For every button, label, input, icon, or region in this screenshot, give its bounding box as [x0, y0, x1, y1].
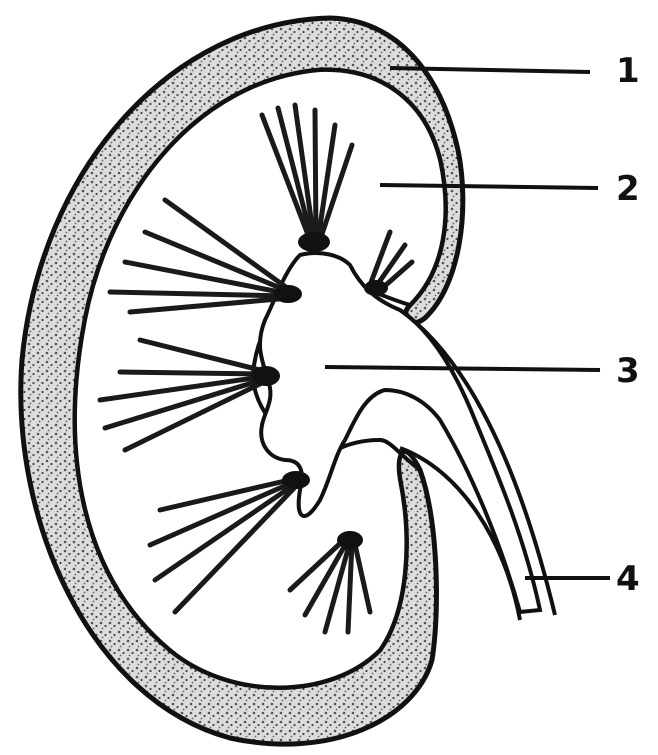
label-2: 2 — [616, 169, 640, 209]
label-3: 3 — [616, 351, 640, 391]
label-4: 4 — [616, 559, 640, 599]
label-1: 1 — [616, 51, 640, 91]
